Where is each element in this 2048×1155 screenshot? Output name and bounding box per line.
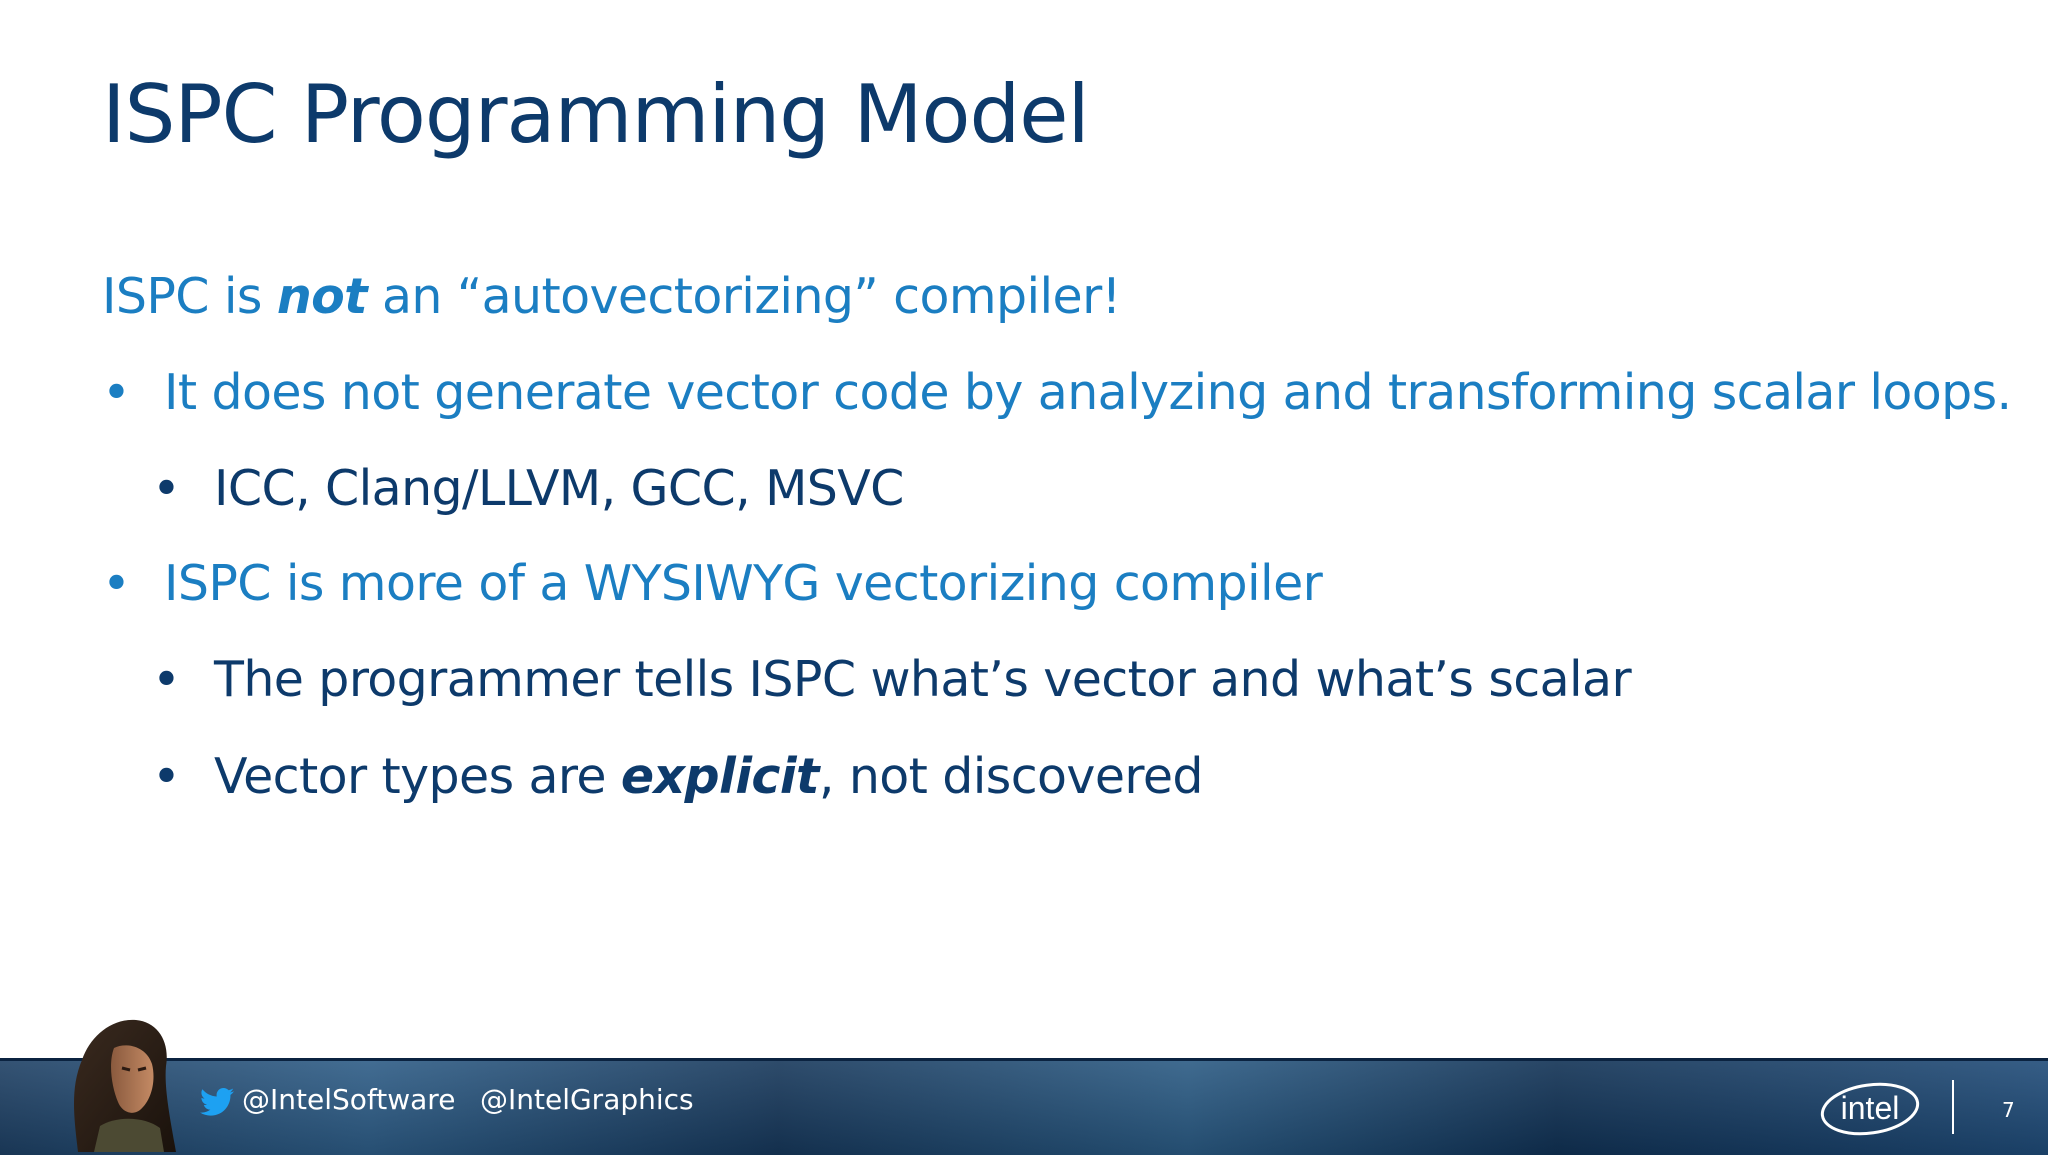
bullet-emphasis: explicit [620,748,820,805]
lead-statement: ISPC is not an “autovectorizing” compile… [102,268,1121,325]
twitter-bird-icon[interactable] [200,1087,234,1117]
twitter-handle-intelsoftware[interactable]: @IntelSoftware [242,1083,456,1116]
intel-logo: intel [1820,1082,1920,1136]
slide-title: ISPC Programming Model [102,68,1090,161]
bullet-text: It does not generate vector code by anal… [164,364,2012,421]
bullet-marker: • [152,460,181,517]
bullet-marker: • [152,651,181,708]
bullet-marker: • [102,555,131,612]
footer-divider [1952,1080,1954,1134]
sub-bullet-item: • Vector types are explicit, not discover… [152,748,1204,805]
svg-text:intel: intel [1841,1090,1900,1126]
bullet-text: The programmer tells ISPC what’s vector … [214,651,1632,708]
twitter-handle-intelgraphics[interactable]: @IntelGraphics [480,1083,694,1116]
sub-bullet-item: • ICC, Clang/LLVM, GCC, MSVC [152,460,904,517]
lead-text-end: an “autovectorizing” compiler! [366,268,1121,325]
bullet-text-end: , not discovered [818,748,1204,805]
bullet-item: • It does not generate vector code by ana… [102,364,2012,421]
bullet-text-start: Vector types are [214,748,621,805]
page-number: 7 [2002,1098,2015,1122]
bullet-text: ICC, Clang/LLVM, GCC, MSVC [214,460,904,517]
bullet-marker: • [102,364,131,421]
character-portrait [74,1019,176,1152]
bullet-marker: • [152,748,181,805]
sub-bullet-item: • The programmer tells ISPC what’s vector… [152,651,1632,708]
bullet-text: ISPC is more of a WYSIWYG vectorizing co… [164,555,1323,612]
lead-emphasis: not [276,268,368,325]
bullet-item: • ISPC is more of a WYSIWYG vectorizing c… [102,555,1323,612]
lead-text-start: ISPC is [102,268,277,325]
footer-band [0,1058,2048,1155]
